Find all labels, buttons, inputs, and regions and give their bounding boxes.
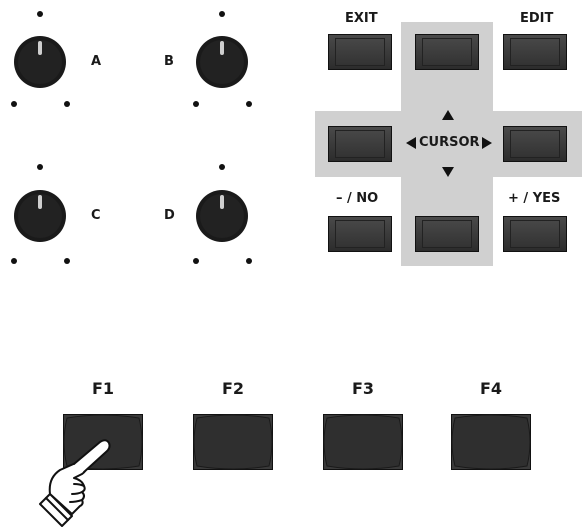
- arrow-down-icon: [442, 167, 454, 177]
- knob-c[interactable]: [13, 189, 67, 243]
- f3-label: F3: [351, 379, 375, 398]
- knob-a[interactable]: [13, 35, 67, 89]
- edit-label: EDIT: [520, 11, 554, 26]
- f3-button[interactable]: [323, 414, 403, 470]
- f2-button[interactable]: [193, 414, 273, 470]
- knob-c-top-dot: [37, 164, 43, 170]
- f1-label: F1: [91, 379, 115, 398]
- knob-c-label: C: [91, 208, 102, 223]
- knob-a-left-dot: [11, 101, 17, 107]
- no-button[interactable]: [328, 216, 392, 252]
- knob-c-left-dot: [11, 258, 17, 264]
- knob-b-top-dot: [219, 11, 225, 17]
- exit-button[interactable]: [328, 34, 392, 70]
- knob-a-top-dot: [37, 11, 43, 17]
- cursor-down-button[interactable]: [415, 216, 479, 252]
- knob-b[interactable]: [195, 35, 249, 89]
- arrow-left-icon: [406, 137, 416, 149]
- cursor-up-button[interactable]: [415, 34, 479, 70]
- knob-a-right-dot: [64, 101, 70, 107]
- yes-button[interactable]: [503, 216, 567, 252]
- knob-d-right-dot: [246, 258, 252, 264]
- arrow-up-icon: [442, 110, 454, 120]
- cursor-left-button[interactable]: [328, 126, 392, 162]
- cursor-label: CURSOR: [419, 135, 480, 150]
- knob-d-label: D: [164, 208, 176, 223]
- f4-button[interactable]: [451, 414, 531, 470]
- f4-label: F4: [479, 379, 503, 398]
- yes-label: + / YES: [508, 191, 561, 206]
- edit-button[interactable]: [503, 34, 567, 70]
- knob-d-left-dot: [193, 258, 199, 264]
- f2-label: F2: [221, 379, 245, 398]
- knob-b-label: B: [164, 54, 175, 69]
- arrow-right-icon: [482, 137, 492, 149]
- exit-label: EXIT: [345, 11, 378, 26]
- no-label: – / NO: [336, 191, 379, 206]
- knob-b-left-dot: [193, 101, 199, 107]
- knob-c-right-dot: [64, 258, 70, 264]
- knob-d[interactable]: [195, 189, 249, 243]
- knob-a-label: A: [91, 54, 102, 69]
- cursor-right-button[interactable]: [503, 126, 567, 162]
- pointing-hand-icon: [39, 439, 111, 527]
- knob-b-right-dot: [246, 101, 252, 107]
- knob-d-top-dot: [219, 164, 225, 170]
